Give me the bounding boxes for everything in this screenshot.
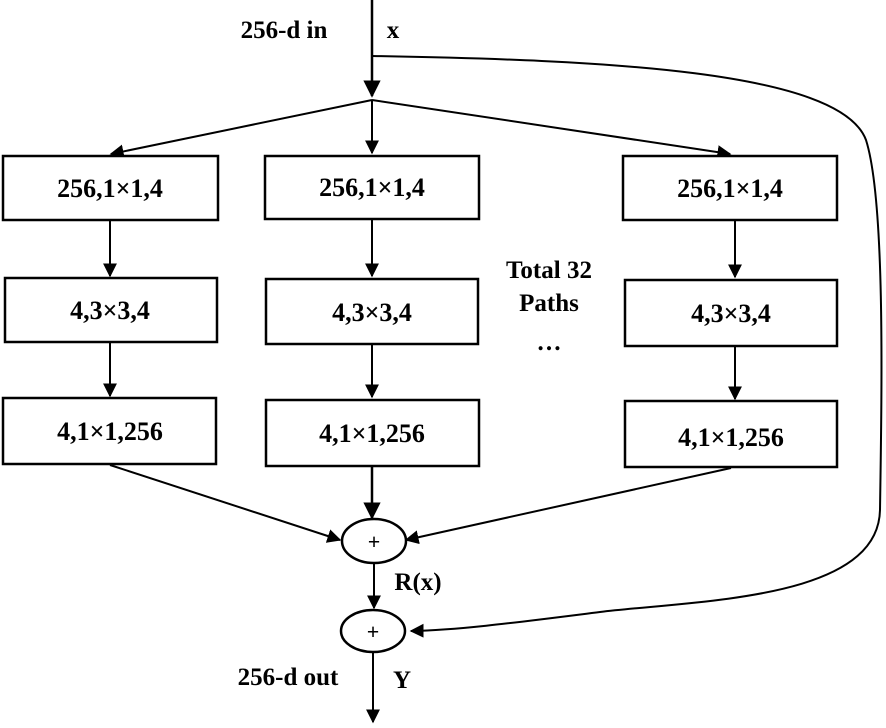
path-middle: 256,1×1,4 4,3×3,4 4,1×1,256 (263, 154, 481, 468)
output-symbol: Y (393, 667, 411, 694)
split-arrow-left (109, 99, 373, 159)
conv1-box (621, 154, 839, 222)
total-paths-line2: Paths (519, 290, 579, 317)
conv2-box (3, 276, 219, 344)
conv1-box (263, 154, 481, 221)
total-paths-line1: Total 32 (506, 257, 592, 284)
conv2-box (264, 277, 480, 346)
output-label: 256-d out (238, 664, 339, 691)
split-arrow-right (371, 99, 732, 160)
conv2-label: 4,3×3,4 (70, 296, 150, 325)
residual-label: R(x) (394, 569, 441, 596)
conv2-label: 4,3×3,4 (691, 299, 771, 328)
merge-arrow-left (109, 464, 342, 543)
shortcut-connection (371, 55, 883, 638)
conv1-box (1, 154, 220, 222)
sum-symbol: + (367, 619, 380, 644)
conv1-label: 256,1×1,4 (319, 173, 425, 202)
conv3-label: 4,1×1,256 (57, 417, 163, 446)
conv3-box (1, 396, 218, 466)
path-right: 256,1×1,4 4,3×3,4 4,1×1,256 (621, 154, 839, 469)
conv1-label: 256,1×1,4 (677, 174, 783, 203)
ellipsis: … (537, 329, 562, 356)
path-left: 256,1×1,4 4,3×3,4 4,1×1,256 (1, 154, 220, 466)
conv1-label: 256,1×1,4 (57, 174, 163, 203)
conv2-label: 4,3×3,4 (332, 298, 412, 327)
conv3-label: 4,1×1,256 (678, 423, 784, 452)
conv3-label: 4,1×1,256 (319, 419, 425, 448)
merge-arrow-right (404, 467, 732, 545)
sum-symbol: + (368, 529, 381, 554)
conv2-box (623, 278, 839, 348)
input-symbol: x (387, 17, 400, 44)
input-label: 256-d in (241, 17, 328, 44)
conv3-box (623, 399, 839, 469)
conv3-box (264, 398, 481, 468)
